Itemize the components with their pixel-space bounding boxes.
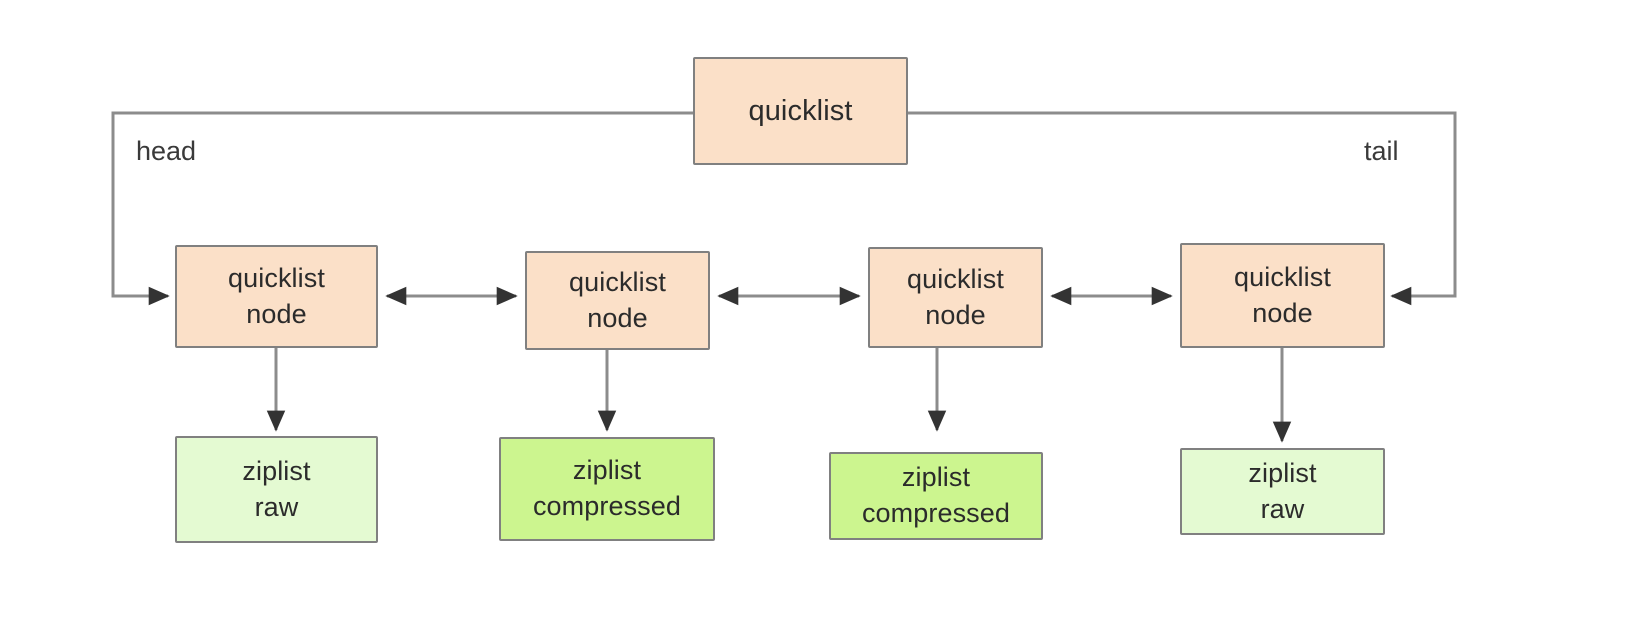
quicklist-box[interactable]: quicklist [693, 57, 908, 165]
ziplist-2-line2: compressed [532, 491, 682, 521]
quicklist-node-1-line1: quicklist [228, 262, 325, 293]
ziplist-3[interactable]: ziplist compressed [829, 452, 1043, 540]
connector-head-pointer [111, 111, 693, 306]
ziplist-1-line2: raw [254, 491, 299, 522]
quicklist-node-4-line2: node [1252, 297, 1313, 328]
quicklist-node-4-line1: quicklist [1234, 261, 1331, 292]
quicklist-node-1-line2: node [246, 298, 307, 329]
quicklist-node-3[interactable]: quicklist node [868, 247, 1043, 348]
tail-pointer-label: tail [1364, 136, 1399, 166]
quicklist-node-2-line1: quicklist [569, 266, 666, 297]
ziplist-1-line1: ziplist [242, 455, 311, 486]
ziplist-3-line1: ziplist [901, 462, 971, 493]
quicklist-node-4[interactable]: quicklist node [1180, 243, 1385, 348]
quicklist-node-3-line1: quicklist [907, 263, 1004, 294]
head-pointer-label: head [136, 136, 197, 166]
ziplist-1[interactable]: ziplist raw [175, 436, 378, 543]
ziplist-4[interactable]: ziplist raw [1180, 448, 1385, 535]
connector-tail-pointer [908, 111, 1457, 306]
ziplist-2[interactable]: ziplist compressed [499, 437, 715, 541]
quicklist-node-2-line2: node [587, 302, 648, 333]
ziplist-4-line2: raw [1260, 493, 1305, 524]
quicklist-box-label: quicklist [748, 94, 853, 127]
ziplist-4-line1: ziplist [1248, 457, 1317, 488]
ziplist-3-line2: compressed [861, 498, 1011, 528]
ziplist-2-line1: ziplist [572, 455, 642, 486]
quicklist-node-3-line2: node [925, 299, 986, 330]
quicklist-node-1[interactable]: quicklist node [175, 245, 378, 348]
quicklist-node-2[interactable]: quicklist node [525, 251, 710, 350]
